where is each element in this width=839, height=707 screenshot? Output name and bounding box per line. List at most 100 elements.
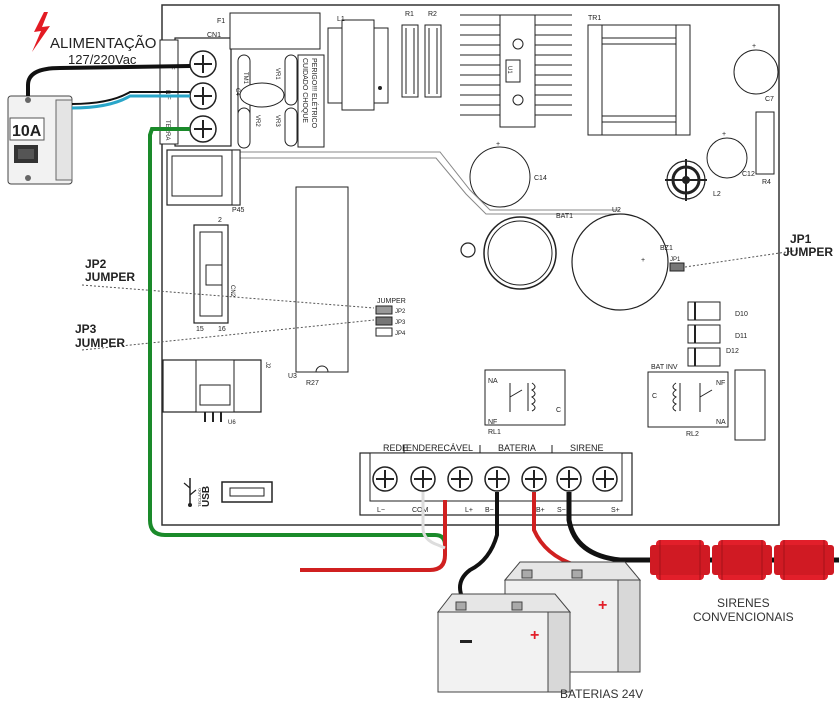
- ref-jp2: JP2: [395, 309, 406, 315]
- c14-plus: +: [496, 141, 500, 148]
- surge-components: [237, 54, 298, 149]
- rl2-side-box: [734, 369, 766, 441]
- term-lminus: L−: [377, 507, 385, 514]
- rl2-na: NA: [716, 419, 726, 426]
- ref-cn1: CN1: [207, 32, 221, 39]
- ref-vr2: VR2: [254, 115, 260, 127]
- lightning-icon: [32, 12, 50, 52]
- warning-line1: CUIDADO CHOQUE: [301, 58, 308, 123]
- sirens-label-line2: CONVENCIONAIS: [693, 610, 794, 624]
- ref-p45: P45: [232, 207, 245, 214]
- capacitor-c7: [733, 49, 779, 95]
- screw-bplus: [521, 466, 547, 492]
- ref-l2: L2: [713, 191, 721, 198]
- ref-d10: D10: [735, 311, 748, 318]
- connector-cn2: [193, 224, 229, 324]
- breaker-rating: 10A: [12, 123, 42, 140]
- usb-icon: [183, 478, 197, 507]
- ref-vr1: VR1: [274, 68, 280, 80]
- rl2-c: C: [652, 393, 657, 400]
- rl1-c: C: [556, 407, 561, 414]
- batteries-label: BATERIAS 24V: [560, 687, 643, 701]
- warning-box: [297, 54, 325, 148]
- screw-sminus: [556, 466, 582, 492]
- rl2-title: BAT INV: [651, 364, 678, 371]
- battery-bat1: [460, 216, 557, 290]
- callout-jp1-line2: JUMPER: [783, 245, 833, 259]
- ref-j2: J2: [264, 362, 270, 369]
- svg-text:+: +: [530, 627, 539, 644]
- screw-com: [410, 466, 436, 492]
- jumper-block-title: JUMPER: [377, 298, 406, 305]
- heatsink-u1: [460, 14, 572, 128]
- power-voltage: 127/220Vac: [68, 52, 137, 67]
- ref-c12: C12: [742, 171, 755, 178]
- trace-lower: [240, 157, 620, 215]
- warning-line2: PERIGO!!! ELÉTRICO: [310, 58, 319, 129]
- screw-nf: [189, 82, 217, 110]
- callout-line-jp2: [81, 284, 375, 309]
- ref-c7: C7: [765, 96, 774, 103]
- resistors-r1-r2: [401, 24, 442, 98]
- c12-plus: +: [722, 131, 726, 138]
- resistor-r4: [755, 111, 775, 175]
- siren-3: [774, 540, 834, 580]
- ref-u1: U1: [506, 66, 512, 74]
- wire-siren-black: [566, 492, 839, 563]
- relay-rl1: [484, 369, 566, 426]
- ref-bz1: BZ1: [660, 245, 673, 252]
- svg-text:+: +: [598, 597, 607, 614]
- ref-jp3: JP3: [395, 320, 406, 326]
- callout-line-jp3: [81, 319, 375, 351]
- ref-l1: L1: [337, 16, 345, 23]
- ref-rl1: RL1: [488, 429, 501, 436]
- rl2-nf: NF: [716, 380, 725, 387]
- screw-lplus: [447, 466, 473, 492]
- screw-splus: [592, 466, 618, 492]
- callout-jp3-line1: JP3: [75, 322, 97, 336]
- sirens-label-line1: SIRENES: [717, 596, 770, 610]
- siren-1: [650, 540, 710, 580]
- inductor-l1: [327, 19, 389, 111]
- ref-d12: D12: [726, 348, 739, 355]
- jumper-jp4: [375, 327, 393, 337]
- ref-r4: R4: [762, 179, 771, 186]
- term-bplus: B+: [536, 507, 545, 514]
- rl1-nf: NF: [488, 419, 497, 426]
- jumper-jp3: [375, 316, 393, 326]
- trace-upper: [240, 151, 620, 211]
- wire-com-white: [421, 492, 446, 550]
- chip-u3: [295, 186, 349, 373]
- ref-jp1: JP1: [670, 257, 681, 263]
- ref-cn2: CN2: [229, 285, 235, 298]
- capacitor-c12: [706, 137, 748, 179]
- transformer-tr1: [587, 24, 691, 136]
- buzzer-bz1: [571, 213, 669, 311]
- connector-p45: [166, 149, 241, 206]
- callout-jp3-line2: JUMPER: [75, 336, 125, 350]
- ref-r2: R2: [428, 11, 437, 18]
- connector-u6: [162, 359, 262, 422]
- screw-bminus: [484, 466, 510, 492]
- group-enderecavel: ENDERECÁVEL: [406, 443, 473, 453]
- ref-d11: D11: [735, 333, 747, 340]
- group-sirene: SIRENE: [570, 443, 604, 453]
- relay-rl2: [647, 371, 729, 428]
- wire-battery-red-main: [300, 500, 447, 572]
- group-bateria: BATERIA: [498, 443, 536, 453]
- callout-jp2-line2: JUMPER: [85, 270, 135, 284]
- ref-f1: F1: [217, 18, 225, 25]
- capacitor-c14: [469, 146, 531, 208]
- jumper-jp2: [375, 305, 393, 315]
- battery-front: +: [436, 593, 572, 693]
- cn2-pin-15: 15: [196, 326, 204, 333]
- usb-label: USB: [201, 486, 212, 507]
- term-splus: S+: [611, 507, 620, 514]
- chip-u3-notch: [315, 365, 329, 373]
- ref-vr3: VR3: [274, 115, 280, 127]
- bz1-plus: +: [641, 257, 645, 264]
- ref-r27: R27: [306, 380, 319, 387]
- jumper-jp1: [669, 262, 685, 272]
